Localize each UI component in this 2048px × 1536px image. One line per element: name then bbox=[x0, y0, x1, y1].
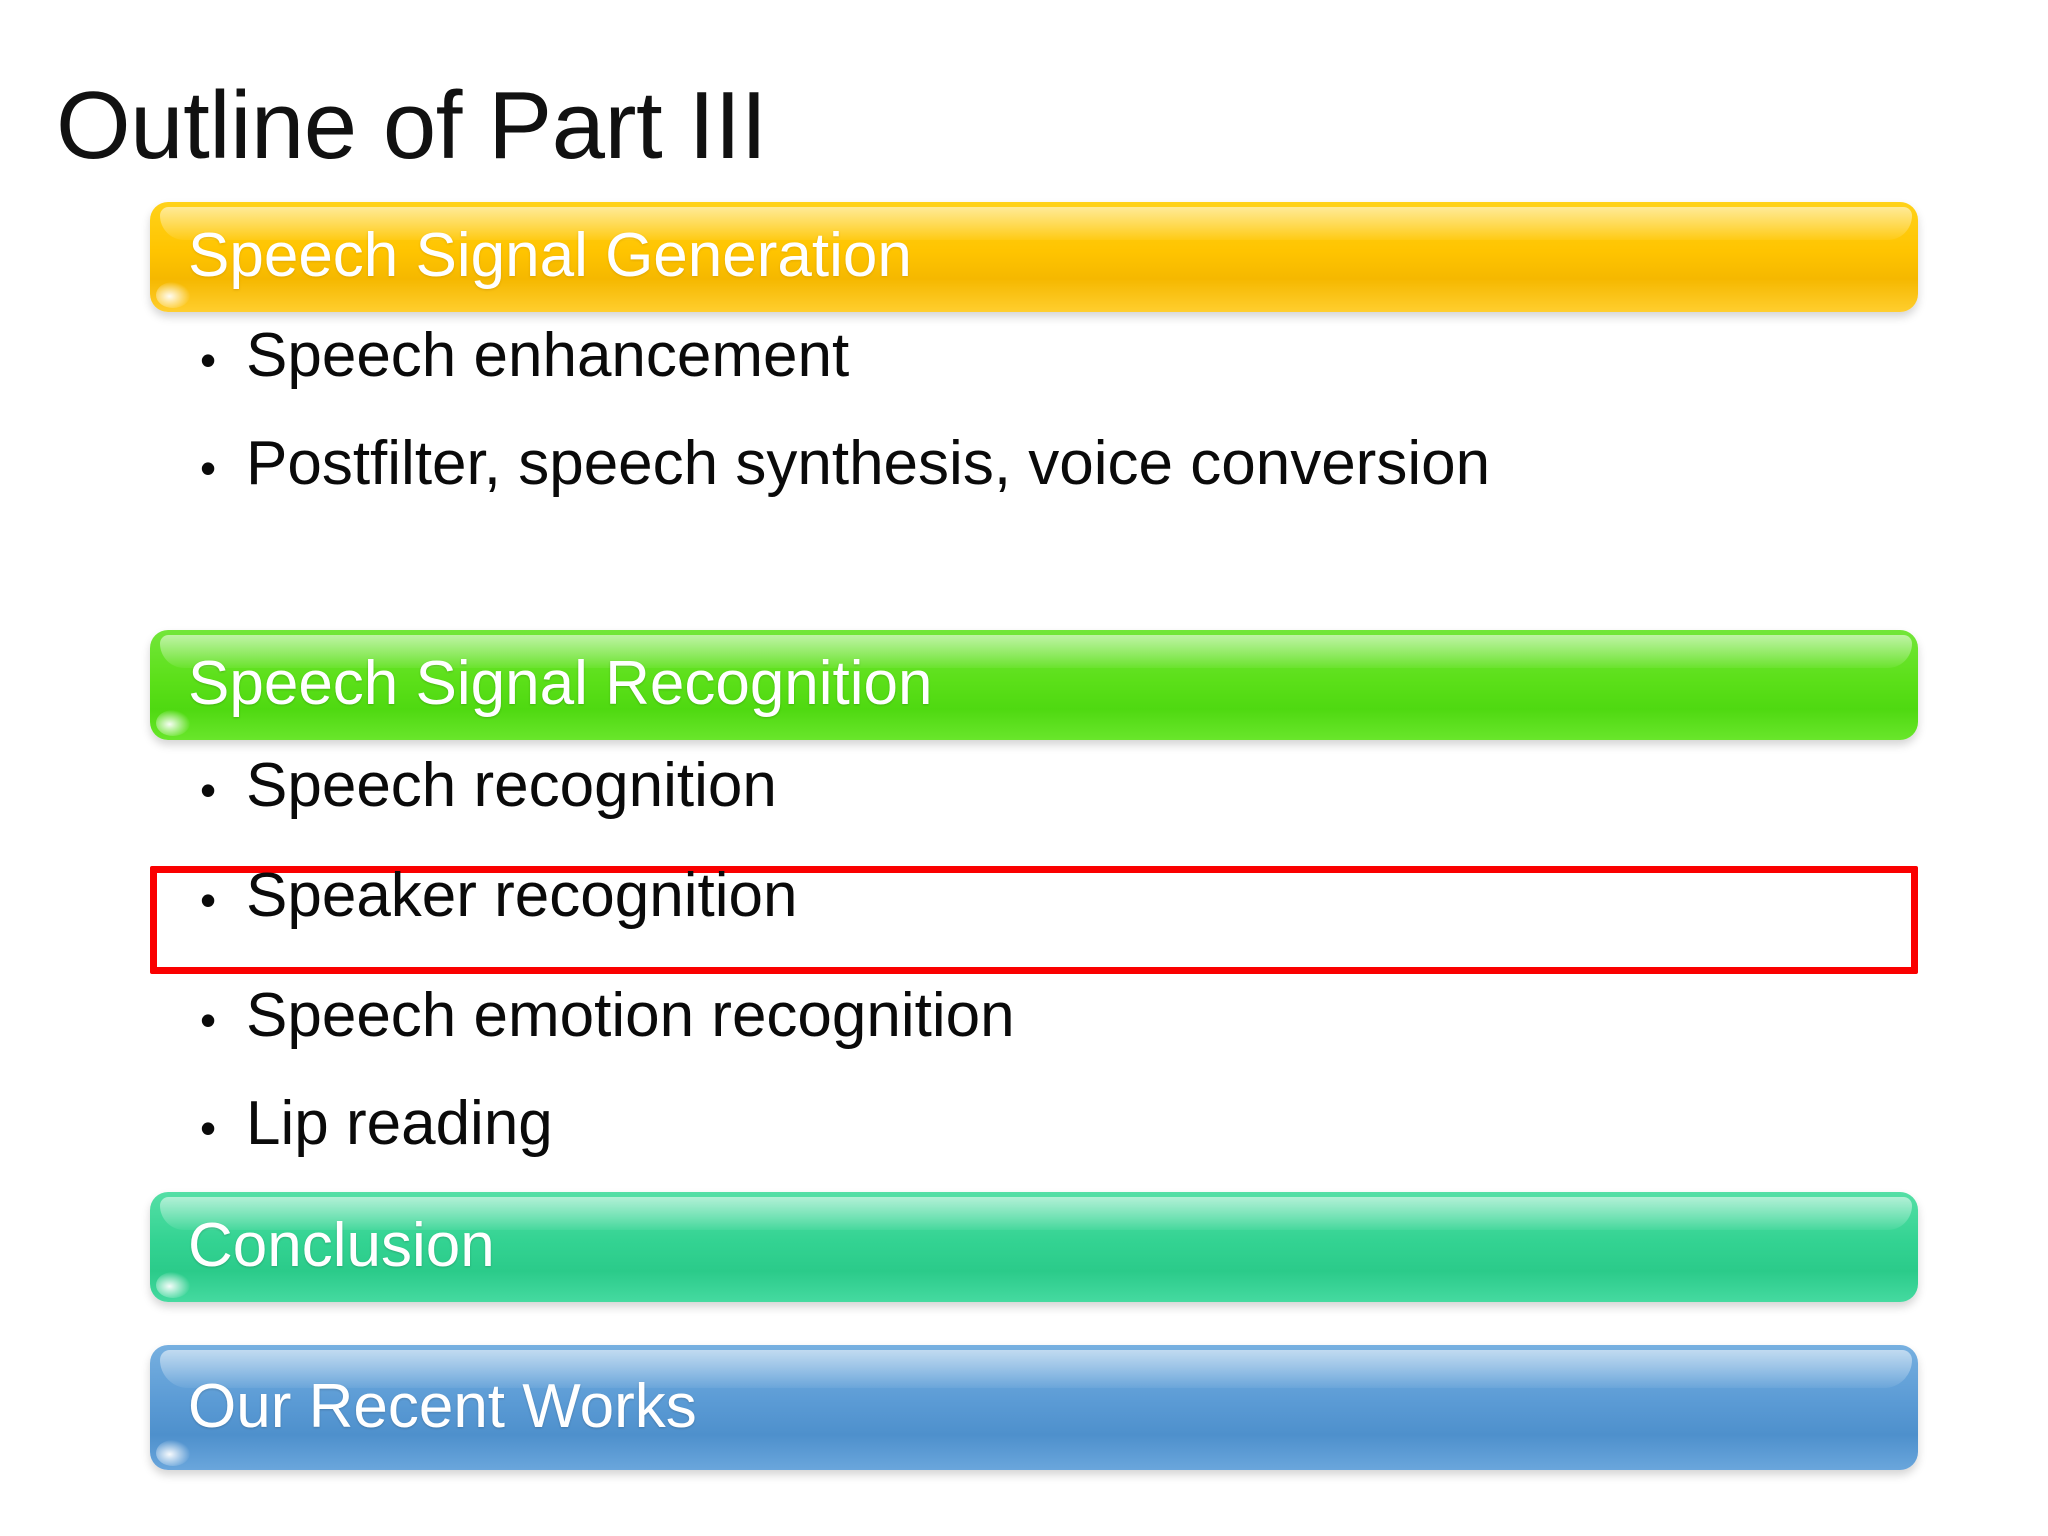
bar-corner-glint-icon bbox=[156, 282, 190, 308]
list-item[interactable]: • Speech recognition bbox=[200, 755, 777, 817]
section-bar-label: Our Recent Works bbox=[188, 1371, 697, 1441]
bullet-dot-icon: • bbox=[200, 1102, 217, 1154]
section-bar-label: Conclusion bbox=[188, 1210, 495, 1280]
bar-corner-glint-icon bbox=[156, 1440, 190, 1466]
section-bar-speech-signal-generation[interactable]: Speech Signal Generation bbox=[150, 202, 1918, 312]
list-item[interactable]: • Speech enhancement bbox=[200, 325, 849, 387]
bullet-label: Postfilter, speech synthesis, voice conv… bbox=[246, 429, 1491, 498]
bullet-dot-icon: • bbox=[200, 874, 217, 926]
bullet-label: Speech emotion recognition bbox=[246, 981, 1015, 1050]
section-bar-label: Speech Signal Recognition bbox=[188, 648, 933, 718]
bullet-label: Speech enhancement bbox=[246, 321, 850, 390]
bullet-label: Lip reading bbox=[246, 1089, 553, 1158]
bullet-label: Speaker recognition bbox=[246, 861, 798, 930]
bullet-dot-icon: • bbox=[200, 994, 217, 1046]
page-title: Outline of Part III bbox=[56, 72, 767, 179]
bullet-label: Speech recognition bbox=[246, 751, 777, 820]
bullet-dot-icon: • bbox=[200, 764, 217, 816]
bar-corner-glint-icon bbox=[156, 1272, 190, 1298]
list-item[interactable]: • Speaker recognition bbox=[200, 865, 797, 927]
bar-corner-glint-icon bbox=[156, 710, 190, 736]
bullet-dot-icon: • bbox=[200, 442, 217, 494]
list-item[interactable]: • Speech emotion recognition bbox=[200, 985, 1015, 1047]
section-bar-label: Speech Signal Generation bbox=[188, 220, 912, 290]
section-bar-speech-signal-recognition[interactable]: Speech Signal Recognition bbox=[150, 630, 1918, 740]
list-item[interactable]: • Postfilter, speech synthesis, voice co… bbox=[200, 433, 1490, 495]
section-bar-our-recent-works[interactable]: Our Recent Works bbox=[150, 1345, 1918, 1470]
highlight-box-speaker-recognition bbox=[150, 866, 1918, 974]
list-item[interactable]: • Lip reading bbox=[200, 1093, 553, 1155]
bullet-dot-icon: • bbox=[200, 334, 217, 386]
section-bar-conclusion[interactable]: Conclusion bbox=[150, 1192, 1918, 1302]
